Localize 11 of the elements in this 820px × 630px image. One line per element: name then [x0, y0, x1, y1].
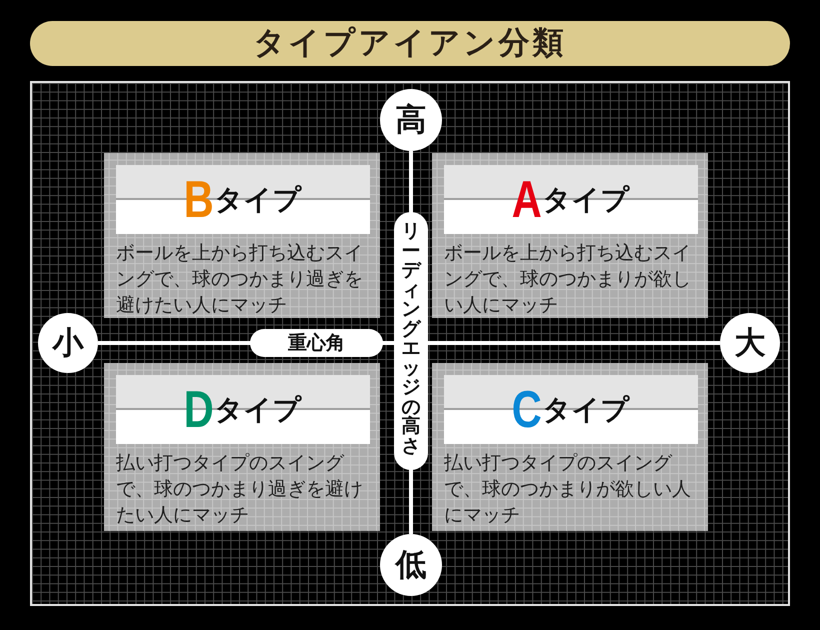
quadrant-panel: [432, 363, 708, 531]
description-text: ボールを上から打ち込むスイングで、球のつかまり過ぎを避けたい人にマッチ: [116, 240, 364, 318]
description-text: 払い打つタイプのスイングで、球のつかまり過ぎを避けたい人にマッチ: [116, 450, 364, 528]
description-text: ボールを上から打ち込むスイングで、球のつかまりが欲しい人にマッチ: [444, 240, 692, 318]
description-text: 払い打つタイプのスイングで、球のつかまりが欲しい人にマッチ: [444, 450, 692, 528]
edge-label: リーディングエッジの高さ: [394, 212, 428, 470]
quadrant-panel: [432, 153, 708, 318]
title-banner: タイプアイアン分類: [30, 21, 790, 66]
edge-label: 重心角: [250, 329, 383, 357]
quadrant-panel: [104, 363, 380, 531]
quadrant-panel: [104, 153, 380, 318]
